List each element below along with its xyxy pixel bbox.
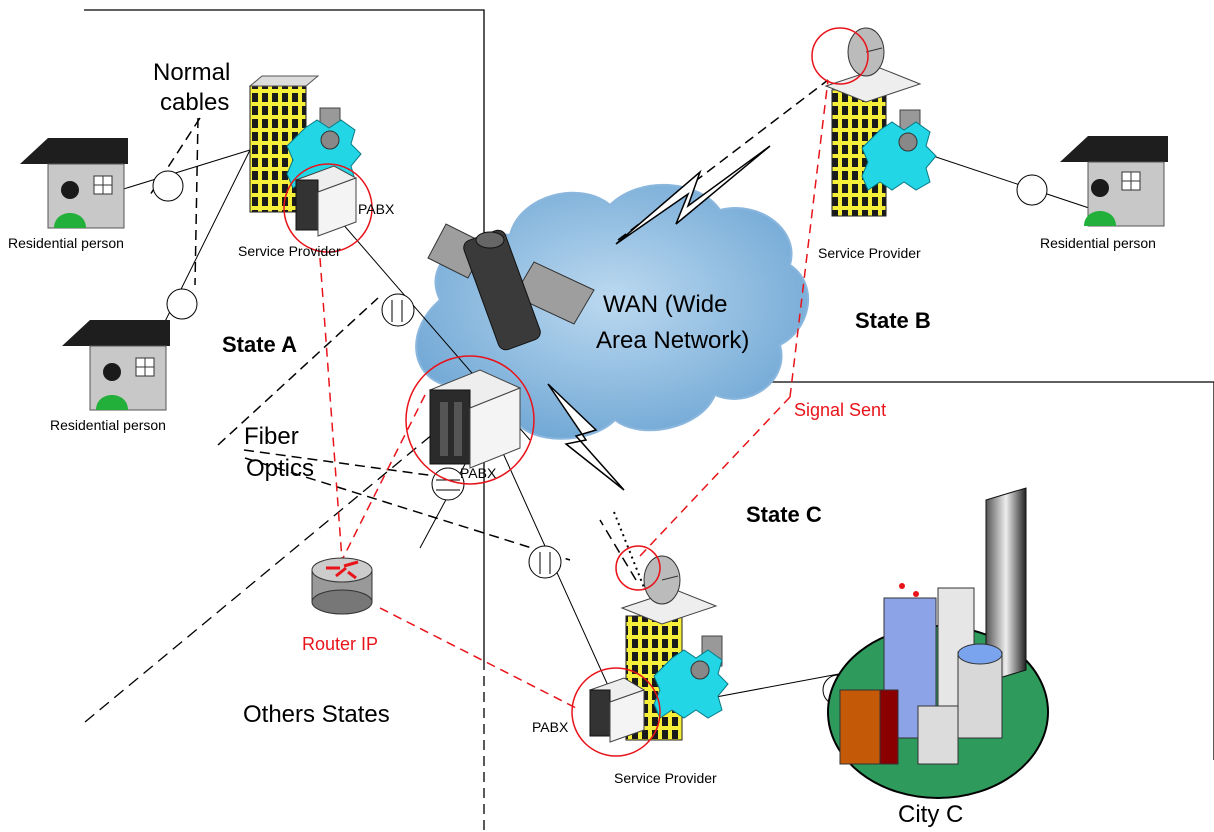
highlight-circle [571, 667, 661, 757]
label-others-states: Others States [243, 701, 390, 728]
label-service-provider: Service Provider [238, 243, 341, 259]
house-icon [1060, 136, 1168, 227]
label-normal-cables: cables [160, 89, 229, 116]
gear-icon [653, 649, 729, 719]
highlight-circle [405, 355, 535, 485]
label-residential-person: Residential person [8, 235, 124, 251]
label-city-c: City C [898, 801, 963, 828]
label-fiber-optics: Optics [246, 455, 314, 482]
label-state-b: State B [855, 308, 931, 333]
satellite-icon [427, 223, 595, 351]
building-icon [830, 79, 937, 217]
label-normal-cables: Normal [153, 59, 230, 86]
label-service-provider: Service Provider [818, 245, 921, 261]
highlight-circle [811, 27, 869, 85]
pabx-icon [588, 677, 646, 743]
connector-arrows [391, 300, 551, 574]
label-fiber-optics: Fiber [244, 423, 299, 450]
label-router-ip: Router IP [302, 634, 378, 654]
fiber-lines [149, 79, 829, 581]
gear-icon [861, 121, 937, 191]
label-pabx: PABX [460, 465, 497, 481]
diagram-labels: Normal cables Residential person Residen… [8, 59, 1156, 828]
highlight-circle [283, 163, 373, 253]
highlight-circle [615, 545, 661, 591]
label-wan: WAN (Wide [603, 291, 727, 318]
building-icon [625, 615, 729, 741]
router-icon [311, 557, 373, 615]
label-residential-person: Residential person [50, 417, 166, 433]
label-service-provider: Service Provider [614, 770, 717, 786]
pabx-icon [428, 369, 522, 469]
label-state-a: State A [222, 332, 297, 357]
dish-icon [824, 27, 922, 103]
label-state-c: State C [746, 502, 822, 527]
label-residential-person: Residential person [1040, 235, 1156, 251]
label-signal-sent: Signal Sent [794, 400, 886, 420]
label-pabx: PABX [358, 201, 395, 217]
signal-lines [319, 79, 829, 711]
dotted-line [613, 511, 646, 591]
label-wan: Area Network) [596, 327, 749, 354]
house-icon [20, 138, 128, 229]
dish-icon [620, 555, 718, 625]
pabx-icon [294, 165, 358, 237]
house-icon [62, 320, 170, 411]
city-icon [827, 487, 1049, 799]
label-pabx: PABX [532, 719, 569, 735]
lightning-icon [547, 145, 771, 491]
